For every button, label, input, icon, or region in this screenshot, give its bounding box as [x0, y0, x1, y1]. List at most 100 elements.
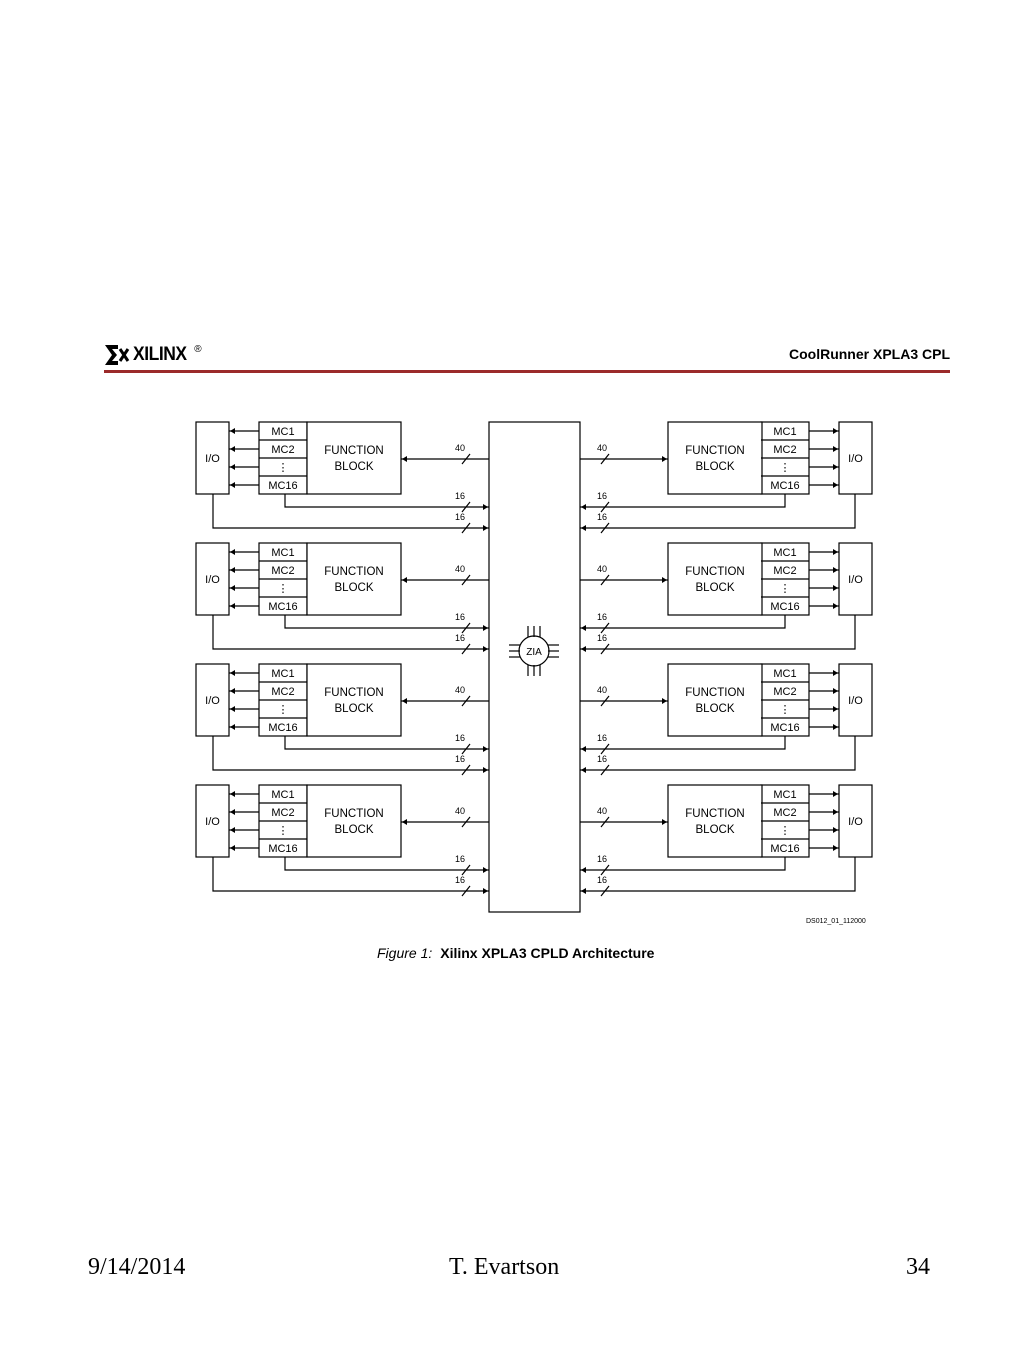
feedback-bus-io: [580, 736, 856, 771]
function-block: [667, 542, 763, 616]
bus-width-slash: [600, 522, 610, 534]
zia-symbol: ZIA: [509, 626, 559, 676]
arrowhead: [230, 585, 235, 591]
bus-width-slash: [600, 816, 610, 828]
bus-width-slash: [461, 816, 471, 828]
bus-width-label: 40: [597, 564, 607, 574]
macrocell-label: MC1: [271, 789, 294, 801]
macrocell-label: MC2: [773, 686, 796, 698]
feedback-bus-mc: [284, 615, 489, 629]
bus-width-label: 40: [455, 685, 465, 695]
function-block-label: FUNCTION: [685, 445, 744, 457]
footer-date: 9/14/2014: [88, 1254, 186, 1280]
bus-width-slash: [461, 574, 471, 586]
arrowhead: [833, 603, 838, 609]
arrowhead: [402, 698, 407, 704]
arrowhead: [833, 845, 838, 851]
function-block-label: BLOCK: [696, 582, 735, 594]
io-label: I/O: [848, 453, 863, 465]
macrocell-label: MC16: [770, 843, 799, 855]
feedback-bus-mc: [284, 736, 489, 750]
feedback-bus-io: [580, 494, 856, 529]
function-block-label: FUNCTION: [685, 687, 744, 699]
arrowhead: [581, 646, 586, 652]
arrowhead: [483, 525, 488, 531]
arrowhead: [230, 482, 235, 488]
bus-width-label: 16: [455, 754, 465, 764]
bus-width-label: 16: [597, 854, 607, 864]
function-block-label: BLOCK: [696, 703, 735, 715]
arrowhead: [833, 809, 838, 815]
bus-width-slash: [600, 885, 610, 897]
io-block: [838, 784, 873, 858]
bus-width-slash: [600, 695, 610, 707]
arrowhead: [581, 888, 586, 894]
macrocell-label: MC1: [271, 426, 294, 438]
function-block-label: BLOCK: [696, 824, 735, 836]
macrocell-label: MC16: [268, 601, 297, 613]
arrowhead: [230, 567, 235, 573]
io-label: I/O: [848, 816, 863, 828]
arrowhead: [483, 746, 488, 752]
footer-page-number: 34: [906, 1254, 930, 1280]
io-block: [838, 542, 873, 616]
macrocell-label: MC2: [773, 444, 796, 456]
bus-width-slash: [461, 453, 471, 465]
macrocell-label: MC2: [773, 807, 796, 819]
macrocell-label: MC2: [773, 565, 796, 577]
feedback-bus-io: [212, 736, 489, 771]
feedback-bus-mc: [580, 615, 786, 629]
arrowhead: [230, 464, 235, 470]
bus-width-slash: [600, 622, 610, 634]
function-block: [306, 542, 402, 616]
bus-width-slash: [461, 643, 471, 655]
feedback-bus-io: [212, 494, 489, 529]
macrocell-label: MC1: [773, 426, 796, 438]
feedback-bus-mc: [580, 857, 786, 871]
arrowhead: [483, 888, 488, 894]
macrocell-label: MC2: [271, 444, 294, 456]
arrowhead: [833, 549, 838, 555]
macrocell-label: ⋮: [780, 583, 791, 595]
macrocell-label: MC2: [271, 686, 294, 698]
io-label: I/O: [205, 453, 220, 465]
macrocell-label: MC16: [770, 480, 799, 492]
bus-width-label: 40: [455, 443, 465, 453]
io-label: I/O: [205, 816, 220, 828]
function-block: [667, 784, 763, 858]
macrocell-label: ⋮: [278, 462, 289, 474]
macrocell-label: ⋮: [278, 825, 289, 837]
arrowhead: [483, 625, 488, 631]
macrocell-label: MC1: [773, 547, 796, 559]
macrocell-label: MC1: [271, 668, 294, 680]
bus-width-label: 16: [597, 512, 607, 522]
macrocell-label: MC2: [271, 807, 294, 819]
bus-width-label: 16: [455, 875, 465, 885]
function-block-label: BLOCK: [335, 703, 374, 715]
io-block: [195, 421, 230, 495]
bus-width-label: 40: [597, 806, 607, 816]
bus-width-label: 16: [597, 633, 607, 643]
function-block: [667, 663, 763, 737]
bus-width-label: 16: [455, 612, 465, 622]
bus-width-label: 16: [455, 512, 465, 522]
function-block-label: FUNCTION: [324, 808, 383, 820]
footer-author: T. Evartson: [449, 1254, 560, 1280]
macrocell-label: ⋮: [278, 704, 289, 716]
bus-width-slash: [461, 622, 471, 634]
macrocell-label: MC1: [773, 789, 796, 801]
bus-width-label: 40: [597, 685, 607, 695]
document-title: CoolRunner XPLA3 CPL: [788, 346, 950, 362]
arrowhead: [483, 504, 488, 510]
bus-width-slash: [461, 695, 471, 707]
arrowhead: [230, 446, 235, 452]
registered-mark: ®: [194, 344, 202, 355]
bus-width-slash: [461, 522, 471, 534]
arrowhead: [581, 867, 586, 873]
bus-width-slash: [600, 574, 610, 586]
feedback-bus-io: [580, 857, 856, 892]
feedback-bus-mc: [580, 736, 786, 750]
macrocell-label: ⋮: [780, 825, 791, 837]
